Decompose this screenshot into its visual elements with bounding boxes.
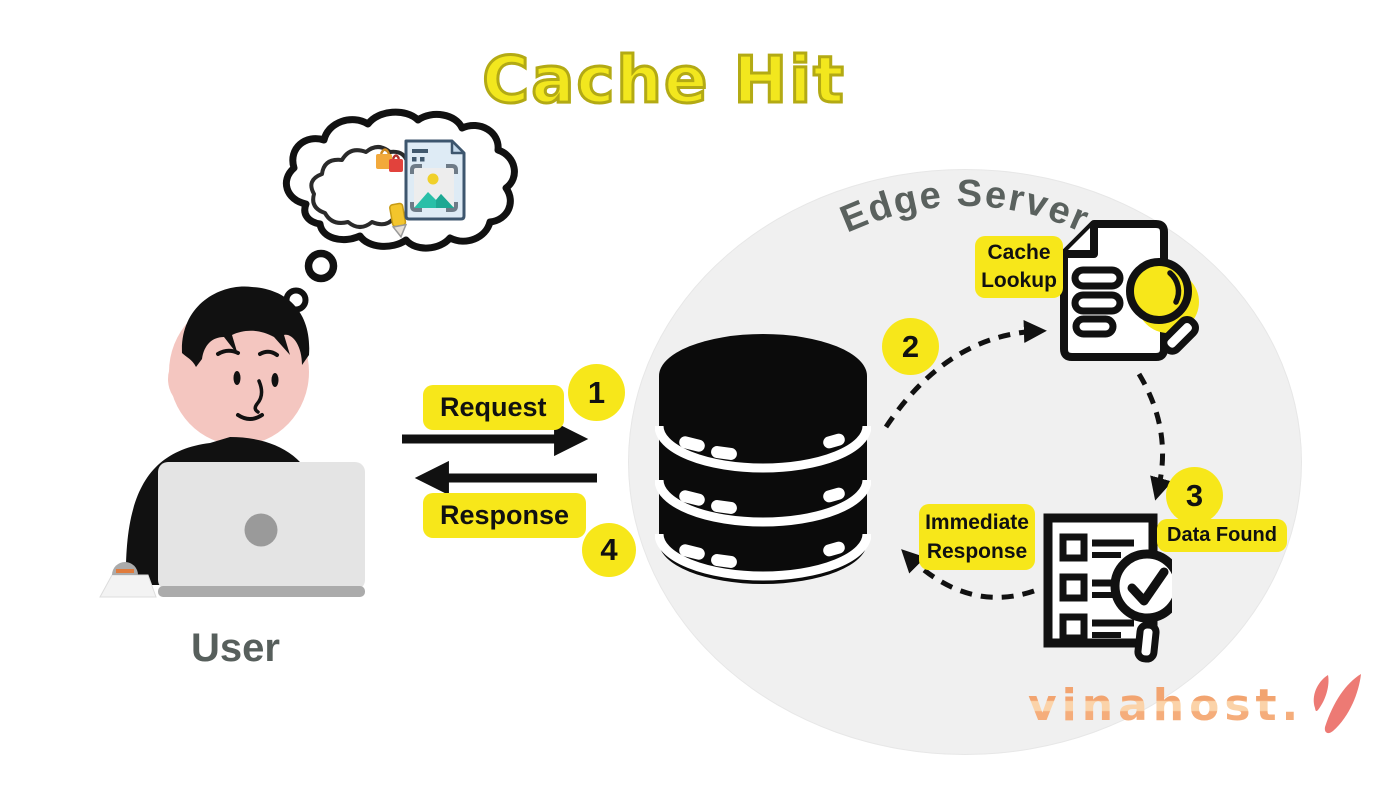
laptop-logo [244,513,278,547]
thought-bubble-icon [282,108,518,311]
cache-lookup-line2: Lookup [981,269,1057,292]
immediate-response-line2: Response [926,540,1028,563]
image-file-icon [404,139,466,221]
cache-lookup-label: Cache Lookup [975,236,1063,298]
cache-lookup-icon [1060,220,1199,361]
face-features [216,348,279,421]
bubble-trail-ring [304,249,338,283]
check-magnifier-icon [1110,549,1172,663]
database-leds [679,433,845,568]
eye-left [233,371,241,385]
user-caption: User [191,626,280,670]
cache-lookup-line1: Cache [987,241,1051,264]
hair [181,286,310,367]
data-found-icon [1043,513,1172,663]
step-badge-3: 3 [1166,467,1223,524]
immediate-response-label: Immediate Response [919,504,1035,570]
user-illustration [99,286,365,598]
immediate-response-line1: Immediate [925,511,1029,534]
request-label: Request [423,385,564,430]
magnifier-icon [1126,258,1199,355]
step-badge-4: 4 [582,523,636,577]
database-icon [655,334,871,584]
response-label: Response [423,493,587,538]
laptop-icon [158,462,365,597]
shopping-bag-icons [376,148,403,172]
eye-right [271,373,279,387]
vinahost-logo-icon [1314,674,1362,734]
step-badge-2: 2 [882,318,939,375]
mouse-icon [99,562,157,598]
page-title: Cache Hit [481,43,846,120]
data-found-label: Data Found [1157,519,1287,552]
brand-watermark: vinahost. [1028,674,1367,740]
pencil-icon [389,202,408,239]
step-badge-1: 1 [568,364,625,421]
brand-watermark-text: vinahost. [1028,680,1304,731]
